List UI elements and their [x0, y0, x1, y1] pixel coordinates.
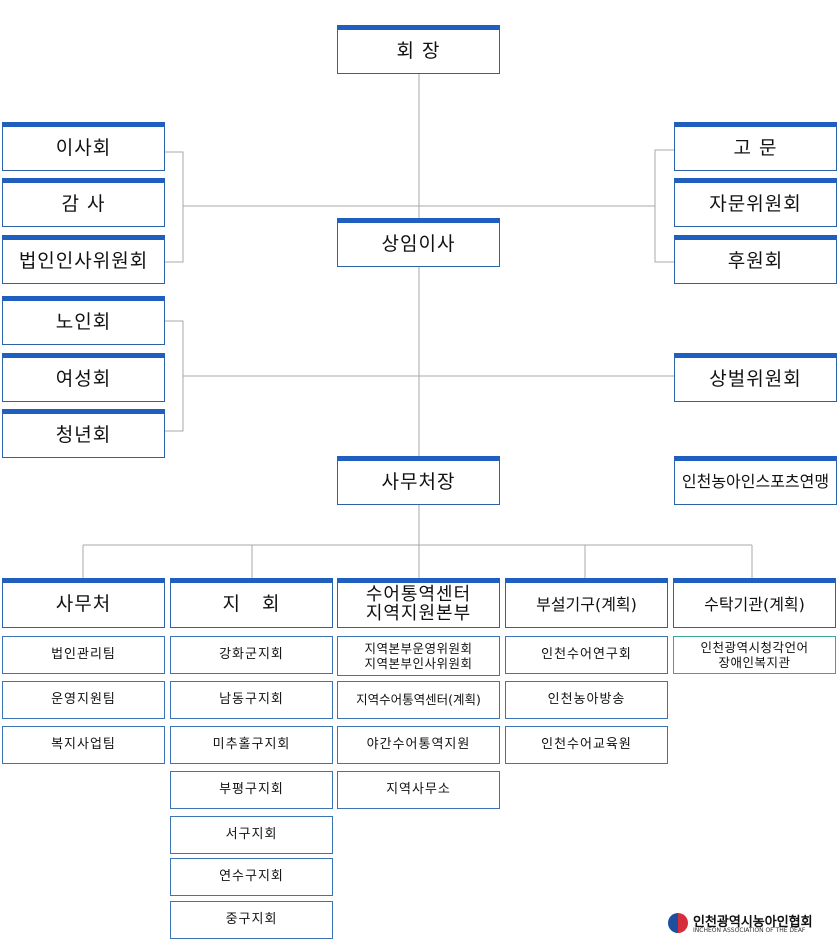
- sports-federation-box: 인천농아인스포츠연맹: [674, 456, 837, 505]
- item-sign-language-education: 인천수어교육원: [505, 726, 668, 764]
- item-regional-committees: 지역본부운영위원회 지역본부인사위원회: [337, 636, 500, 676]
- item-regional-office: 지역사무소: [337, 771, 500, 809]
- association-emblem-icon: [668, 913, 688, 933]
- advisory-committee-box: 자문위원회: [674, 178, 837, 227]
- senior-association-box: 노인회: [2, 296, 165, 345]
- item-ganghwa-branch: 강화군지회: [170, 636, 333, 674]
- item-regional-interpretation-center: 지역수어통역센터(계획): [337, 681, 500, 719]
- youth-association-box: 청년회: [2, 409, 165, 458]
- item-jung-branch: 중구지회: [170, 901, 333, 939]
- division-branches-header: 지 회: [170, 578, 333, 628]
- division-interpretation-center-header: 수어통역센터 지역지원본부: [337, 578, 500, 628]
- item-night-interpretation-support: 야간수어통역지원: [337, 726, 500, 764]
- item-michuhol-branch: 미추홀구지회: [170, 726, 333, 764]
- chairman-box: 회 장: [337, 25, 500, 74]
- discipline-committee-box: 상벌위원회: [674, 353, 837, 402]
- division-affiliated-header: 부설기구(계획): [505, 578, 668, 628]
- item-bupyeong-branch: 부평구지회: [170, 771, 333, 809]
- item-yeonsu-branch: 연수구지회: [170, 858, 333, 896]
- logo-subtitle: INCHEON ASSOCIATION OF THE DEAF: [693, 927, 806, 934]
- division-consigned-header: 수탁기관(계획): [673, 578, 836, 628]
- item-namdong-branch: 남동구지회: [170, 681, 333, 719]
- board-of-directors-box: 이사회: [2, 122, 165, 171]
- standing-director-box: 상임이사: [337, 218, 500, 267]
- personnel-committee-box: 법인인사위원회: [2, 235, 165, 284]
- item-welfare-projects-team: 복지사업팀: [2, 726, 165, 764]
- item-operations-support-team: 운영지원팀: [2, 681, 165, 719]
- division-secretariat-header: 사무처: [2, 578, 165, 628]
- item-corporate-management-team: 법인관리팀: [2, 636, 165, 674]
- association-logo: 인천광역시농아인협회 INCHEON ASSOCIATION OF THE DE…: [668, 911, 838, 937]
- secretary-general-box: 사무처장: [337, 456, 500, 505]
- item-seo-branch: 서구지회: [170, 816, 333, 854]
- logo-name: 인천광역시농아인협회: [693, 915, 813, 930]
- item-welfare-center: 인천광역시청각언어 장애인복지관: [673, 636, 836, 674]
- item-sign-language-research: 인천수어연구회: [505, 636, 668, 674]
- sponsor-association-box: 후원회: [674, 235, 837, 284]
- advisor-box: 고 문: [674, 122, 837, 171]
- auditor-box: 감 사: [2, 178, 165, 227]
- women-association-box: 여성회: [2, 353, 165, 402]
- item-deaf-broadcasting: 인천농아방송: [505, 681, 668, 719]
